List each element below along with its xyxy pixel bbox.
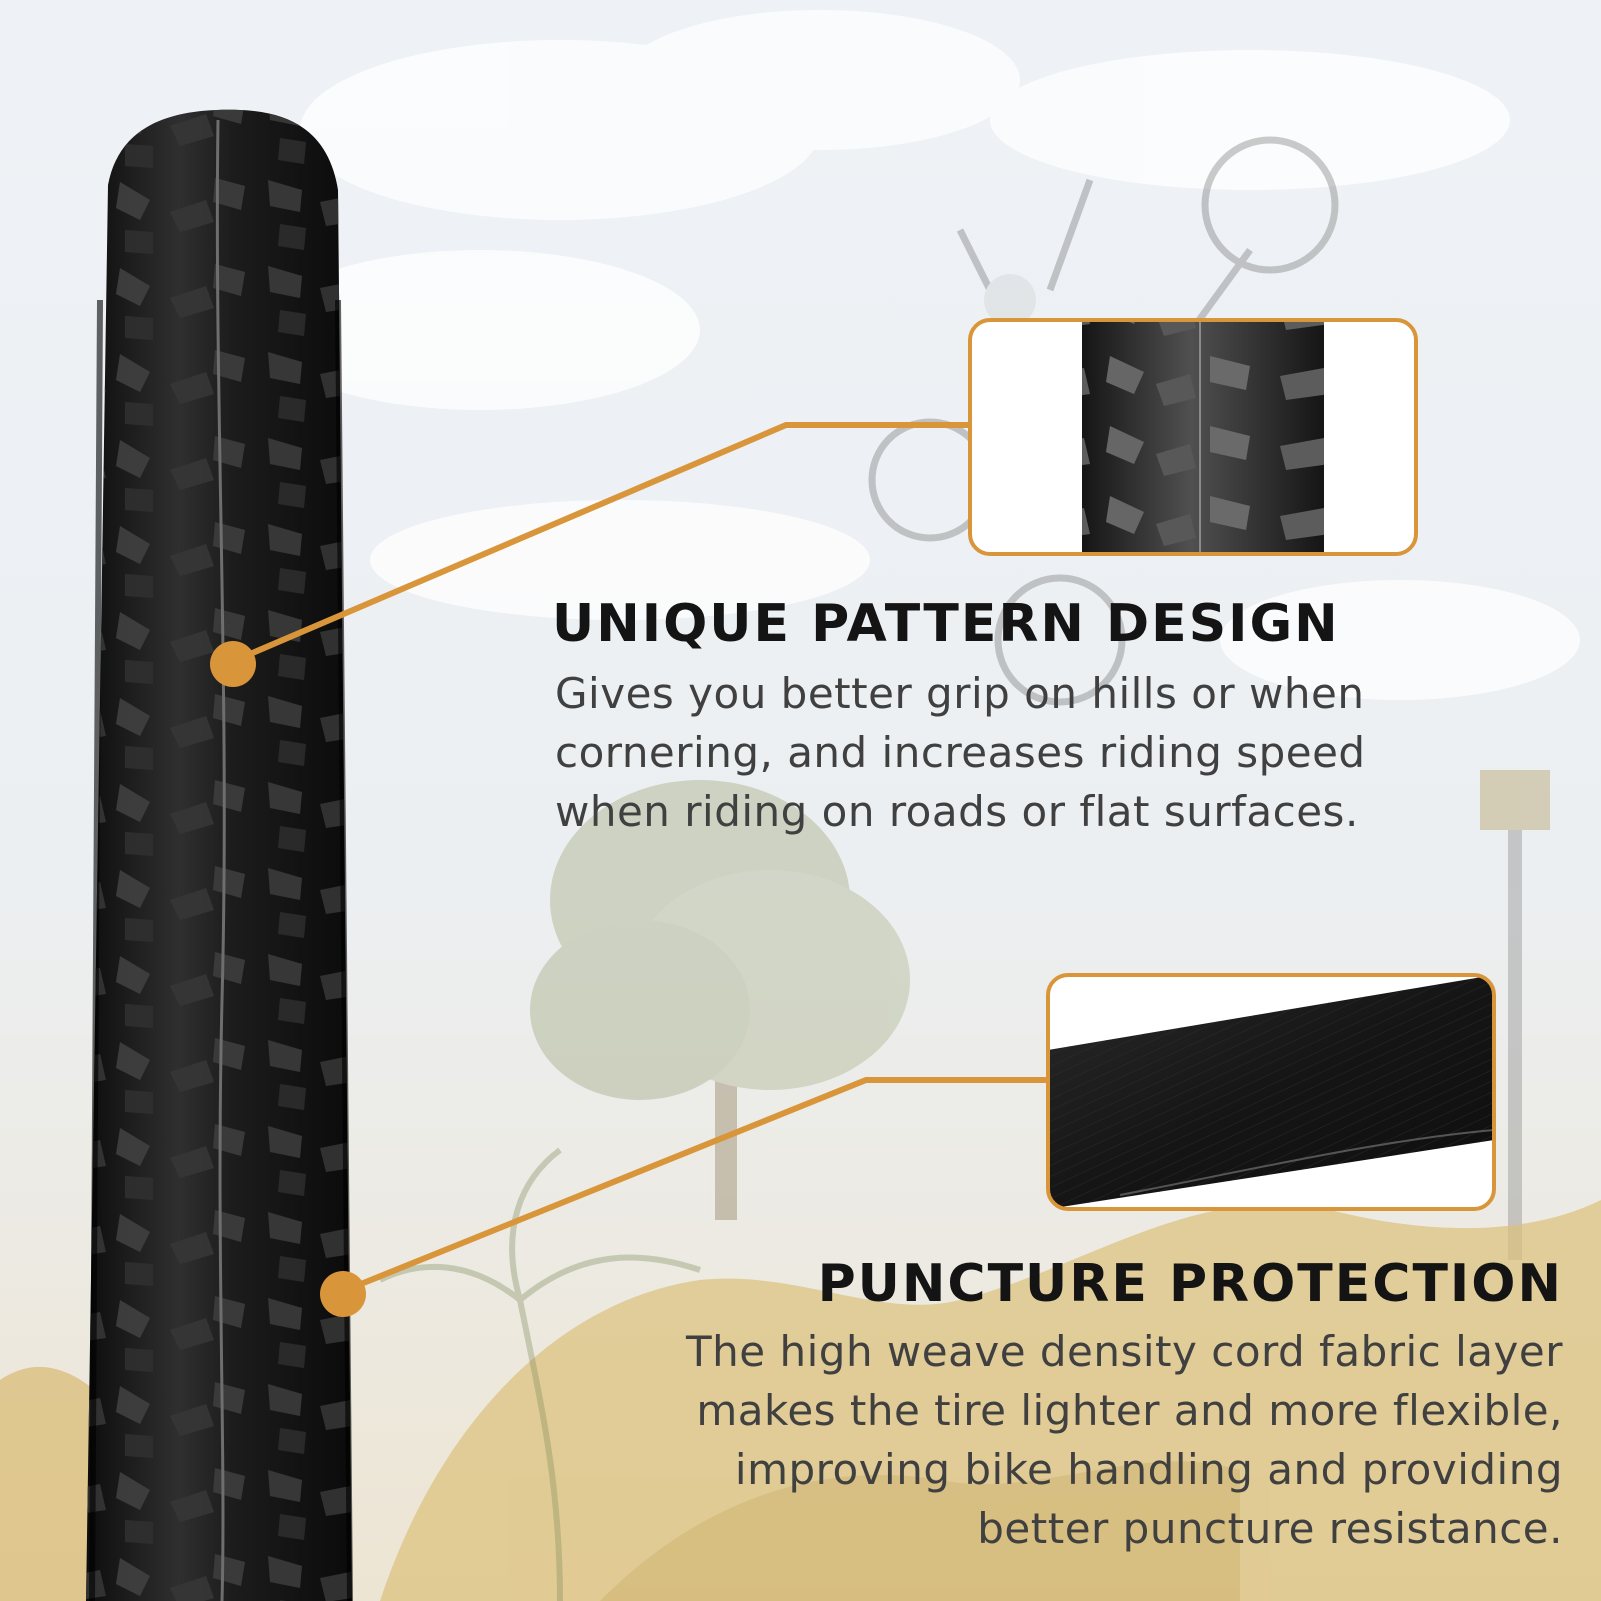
description-line: The high weave density cord fabric layer <box>686 1327 1563 1376</box>
tire-tread-photo <box>86 109 353 1601</box>
description-line: makes the tire lighter and more flexible… <box>696 1386 1563 1435</box>
palm-background <box>378 1147 701 1601</box>
callout-dot-pattern <box>210 641 256 687</box>
feature-title-pattern: UNIQUE PATTERN DESIGN <box>552 594 1340 654</box>
description-line: when riding on roads or flat surfaces. <box>555 787 1359 836</box>
callout-connector-puncture <box>320 1077 1048 1317</box>
callout-connector-pattern <box>210 422 970 687</box>
clouds <box>260 10 1580 700</box>
description-line: cornering, and increases riding speed <box>555 728 1366 777</box>
feature-title-puncture: PUNCTURE PROTECTION <box>817 1254 1563 1314</box>
description-line: improving bike handling and providing <box>734 1445 1563 1494</box>
description-line: Gives you better grip on hills or when <box>555 669 1365 718</box>
inset-cord-fabric <box>1046 973 1496 1211</box>
description-line: better puncture resistance. <box>977 1504 1563 1553</box>
callout-dot-puncture <box>320 1271 366 1317</box>
feature-description-pattern: Gives you better grip on hills or when c… <box>555 664 1366 841</box>
tree-background <box>530 780 910 1220</box>
inset-tread-detail <box>968 318 1418 556</box>
light-tower-background <box>1480 770 1550 1260</box>
feature-description-puncture: The high weave density cord fabric layer… <box>686 1322 1563 1558</box>
dirt-hills <box>0 1200 1601 1601</box>
